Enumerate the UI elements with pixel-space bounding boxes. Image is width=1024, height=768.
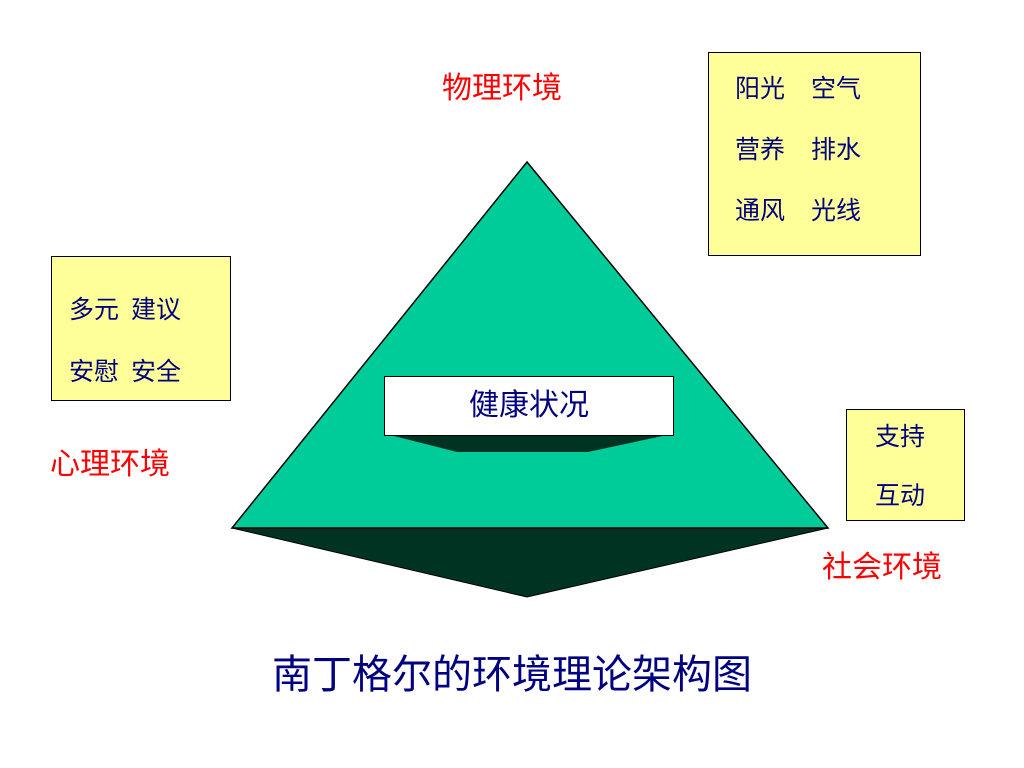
psychological-factors-box: 多元建议 安慰安全: [51, 256, 231, 401]
factor-item: 通风: [735, 196, 786, 225]
pyramid-base-shadow: [231, 527, 829, 598]
factor-item: 多元: [69, 295, 120, 324]
factor-item: 空气: [811, 74, 862, 103]
physical-environment-label: 物理环境: [442, 71, 562, 106]
physical-factors-row: 阳光空气: [735, 76, 861, 101]
psychological-factors-row: 多元建议: [69, 297, 181, 322]
factor-item: 建议: [131, 295, 182, 324]
health-box-shadow: [386, 434, 672, 452]
pyramid-face: [230, 160, 830, 529]
social-factors-box: 支持 互动: [846, 409, 965, 521]
health-status-box: 健康状况: [384, 376, 674, 436]
psychological-factors-row: 安慰安全: [69, 359, 181, 384]
social-environment-label: 社会环境: [822, 550, 942, 585]
physical-factors-row: 营养排水: [735, 137, 861, 162]
factor-item: 光线: [811, 196, 862, 225]
factor-item: 安全: [131, 357, 182, 386]
factor-item: 营养: [735, 135, 786, 164]
physical-factors-box: 阳光空气 营养排水 通风光线: [708, 52, 921, 256]
physical-factors-row: 通风光线: [735, 198, 861, 223]
factor-item: 支持: [875, 422, 926, 451]
psychological-environment-label: 心理环境: [50, 447, 170, 482]
factor-item: 排水: [811, 135, 862, 164]
factor-item: 阳光: [735, 74, 786, 103]
diagram-caption: 南丁格尔的环境理论架构图: [272, 652, 752, 698]
factor-item: 安慰: [69, 357, 120, 386]
factor-item: 互动: [875, 481, 926, 510]
